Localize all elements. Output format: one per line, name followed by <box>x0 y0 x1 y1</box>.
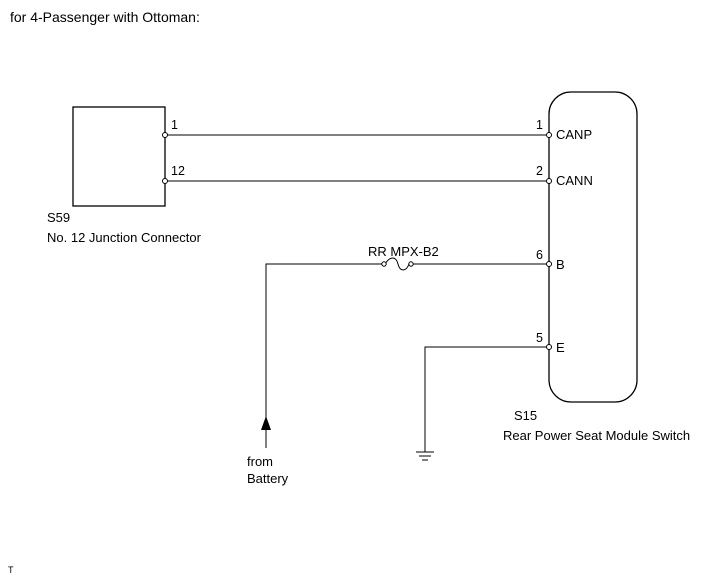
s15-pin-6-number: 6 <box>536 248 543 262</box>
s15-module-box <box>548 91 638 403</box>
fuse-label: RR MPX-B2 <box>368 244 439 259</box>
s59-code: S59 <box>47 210 70 225</box>
footer-mark: T <box>8 565 14 575</box>
s15-pin-5-terminal <box>546 344 552 350</box>
s15-pin-1-number: 1 <box>536 118 543 132</box>
s15-pin-6-terminal <box>546 261 552 267</box>
s15-terminal-cann: CANN <box>556 173 593 188</box>
fuse-terminal-left <box>381 261 387 267</box>
battery-wire <box>265 263 382 420</box>
s59-pin-12-terminal <box>162 178 168 184</box>
s15-code: S15 <box>514 408 537 423</box>
s15-pin-5-number: 5 <box>536 331 543 345</box>
s15-terminal-b: B <box>556 257 565 272</box>
s59-connector-box <box>72 106 166 207</box>
ground-icon <box>416 451 434 461</box>
s15-pin-1-terminal <box>546 132 552 138</box>
diagram-title: for 4-Passenger with Ottoman: <box>10 9 200 25</box>
fuse-terminal-right <box>408 261 414 267</box>
s15-pin-2-terminal <box>546 178 552 184</box>
s59-pin-1-terminal <box>162 132 168 138</box>
power-source-line2: Battery <box>247 471 289 486</box>
s15-name: Rear Power Seat Module Switch <box>503 428 690 443</box>
battery-arrow-icon <box>261 416 271 430</box>
s15-terminal-e: E <box>556 340 565 355</box>
power-source-line1: from <box>247 454 273 469</box>
s15-terminal-canp: CANP <box>556 127 592 142</box>
s59-name: No. 12 Junction Connector <box>47 230 202 245</box>
s15-pin-2-number: 2 <box>536 164 543 178</box>
s59-pin-12-label: 12 <box>171 164 185 178</box>
ground-wire <box>424 346 549 452</box>
fuse-symbol <box>384 257 410 271</box>
s59-pin-1-label: 1 <box>171 118 178 132</box>
